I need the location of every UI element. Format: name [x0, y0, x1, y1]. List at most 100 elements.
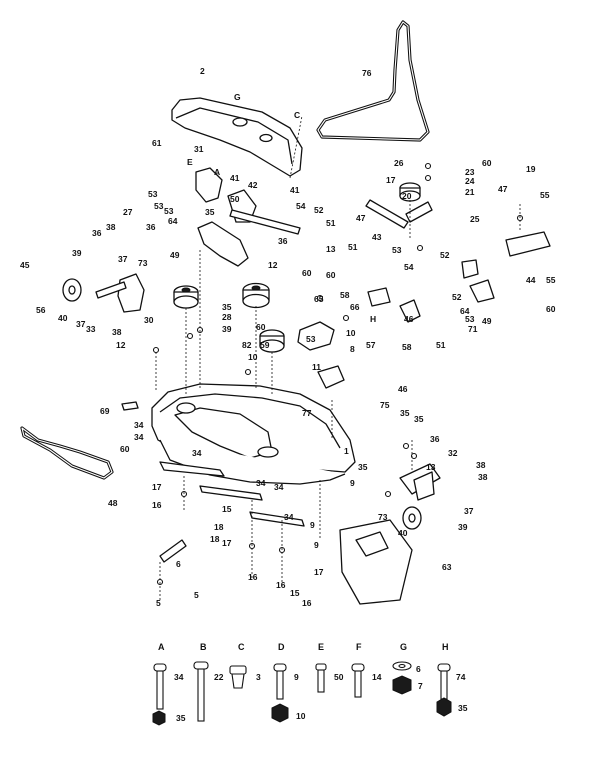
callout-label: 20	[402, 191, 412, 201]
callout-label: 17	[386, 175, 396, 185]
leader-lines	[155, 115, 521, 602]
callout-label: 5	[194, 590, 199, 600]
callout-label: 46	[398, 384, 408, 394]
callout-label: 9	[350, 478, 355, 488]
callout-label: 34	[192, 448, 202, 458]
gauge-wheel-right	[402, 506, 422, 530]
callout-label: 52	[314, 205, 324, 215]
callout-label: 6	[176, 559, 181, 569]
hardware-letter: B	[200, 642, 207, 652]
callout-label: 64	[460, 306, 470, 316]
callout-label: 34	[284, 512, 294, 522]
callout-label: 36	[146, 222, 156, 232]
callout-label: 31	[194, 144, 204, 154]
callout-label: 47	[356, 213, 366, 223]
callout-label: 59	[260, 340, 270, 350]
callout-label: 69	[100, 406, 110, 416]
callout-label: 52	[452, 292, 462, 302]
callout-label: 36	[430, 434, 440, 444]
callout-label: 41	[230, 173, 240, 183]
callout-label: 39	[222, 324, 232, 334]
callout-label: 36	[278, 236, 288, 246]
spindle-center	[259, 329, 285, 353]
callout-label: 38	[476, 460, 486, 470]
callout-label: 82	[242, 340, 252, 350]
callout-label: 43	[372, 232, 382, 242]
callout-label: 35	[205, 207, 215, 217]
callout-label: 60	[256, 322, 266, 332]
callout-label: 76	[362, 68, 372, 78]
callout-label: E	[187, 157, 193, 167]
hardware-part-number: 9	[294, 672, 299, 682]
callout-label: 13	[326, 244, 336, 254]
callout-label: 50	[230, 194, 240, 204]
callout-label: H	[370, 314, 376, 324]
callout-label: 55	[546, 275, 556, 285]
callout-label: 53	[164, 206, 174, 216]
callout-label: G	[234, 92, 241, 102]
callout-label: 60	[326, 270, 336, 280]
callout-label: 56	[36, 305, 46, 315]
hardware-part-number: 50	[334, 672, 344, 682]
callout-label: 54	[404, 262, 414, 272]
callout-label: 1	[344, 446, 349, 456]
callout-label: 51	[348, 242, 358, 252]
callout-label: 77	[302, 408, 312, 418]
callout-label: 24	[465, 176, 475, 186]
callout-label: 42	[248, 180, 258, 190]
hardware-nut-number: 35	[458, 703, 468, 713]
callout-label: 60	[546, 304, 556, 314]
callout-label: 40	[58, 313, 68, 323]
callout-label: 8	[350, 344, 355, 354]
callout-label: 12	[268, 260, 278, 270]
callout-label: 75	[380, 400, 390, 410]
callout-label: 35	[358, 462, 368, 472]
callout-label: 11	[312, 362, 321, 372]
callout-label: 71	[468, 324, 478, 334]
callout-label: 52	[440, 250, 450, 260]
callout-label: 58	[402, 342, 412, 352]
callout-label: 21	[465, 187, 475, 197]
callout-label: 45	[20, 260, 30, 270]
callout-label: 30	[144, 315, 154, 325]
brackets	[117, 167, 551, 605]
callout-label: 49	[170, 250, 180, 260]
hardware-nut-number: 10	[296, 711, 306, 721]
hardware-part-number: 3	[256, 672, 261, 682]
hardware-part-number: 22	[214, 672, 224, 682]
callout-label: C	[294, 110, 300, 120]
callout-label: 40	[398, 528, 408, 538]
callout-label: 51	[436, 340, 446, 350]
callout-label: 32	[448, 448, 458, 458]
callout-label: 26	[394, 158, 404, 168]
callout-label: 61	[152, 138, 162, 148]
hardware-nut-number: 7	[418, 681, 423, 691]
callout-label: 35	[414, 414, 424, 424]
callout-label: 23	[465, 167, 475, 177]
callout-label: 9	[310, 520, 315, 530]
fasteners	[152, 162, 524, 586]
callout-label: 34	[274, 482, 284, 492]
callout-label: 49	[482, 316, 492, 326]
callout-label: 33	[86, 324, 96, 334]
callout-label: 16	[152, 500, 162, 510]
callout-label: 2	[200, 66, 205, 76]
hardware-part-number: 6	[416, 664, 421, 674]
hardware-letter: C	[238, 642, 245, 652]
callout-label: 25	[470, 214, 480, 224]
callout-label: 37	[76, 319, 86, 329]
callout-label: 10	[248, 352, 258, 362]
callout-label: 58	[340, 290, 350, 300]
hardware-letter: H	[442, 642, 449, 652]
callout-label: 27	[123, 207, 133, 217]
callout-label: 34	[134, 420, 144, 430]
callout-label: 53	[306, 334, 316, 344]
callout-label: 39	[458, 522, 468, 532]
callout-label: 64	[168, 216, 178, 226]
callout-label: 15	[290, 588, 300, 598]
hardware-letter: F	[356, 642, 362, 652]
callout-label: 57	[366, 340, 376, 350]
